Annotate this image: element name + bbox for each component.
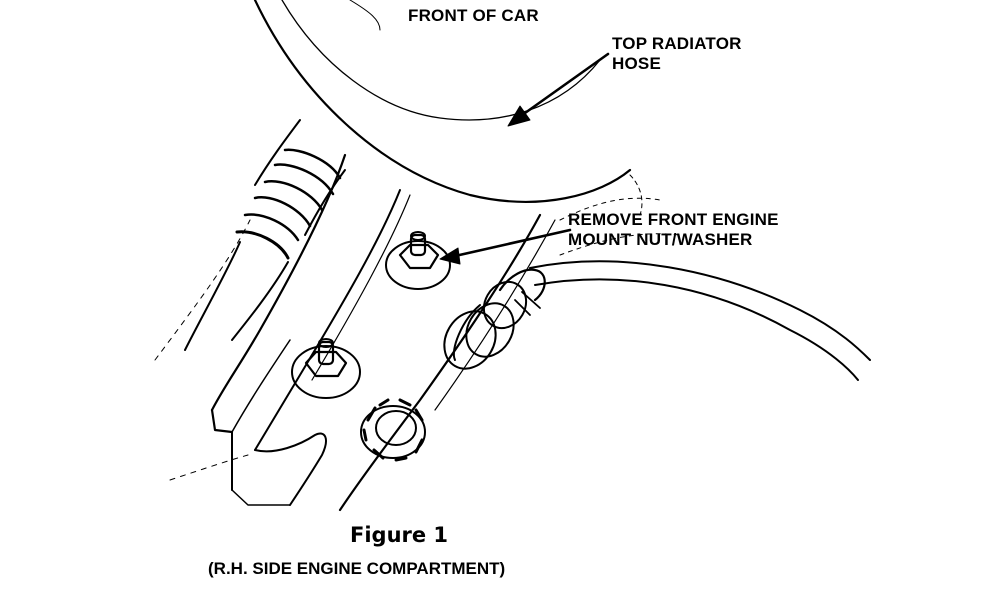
radiator-outline (253, 0, 643, 216)
sensor-wires (529, 233, 871, 381)
castle-nut (360, 398, 426, 462)
mount-nut-label: REMOVE FRONT ENGINE MOUNT NUT/WASHER (568, 210, 779, 250)
mount-nut-label-line2: MOUNT NUT/WASHER (568, 230, 753, 249)
figure-caption-title: Figure 1 (350, 523, 449, 547)
radiator-hose (154, 119, 346, 361)
figure-caption-subtitle: (R.H. SIDE ENGINE COMPARTMENT) (208, 559, 506, 578)
engine-mount-bracket (169, 153, 661, 512)
mount-nut-arrow (439, 228, 572, 265)
upper-mount-nut (385, 231, 451, 290)
front-of-car-label: FRONT OF CAR (408, 6, 539, 25)
radiator-hose-label-line2: HOSE (612, 54, 661, 73)
mount-nut-label-line1: REMOVE FRONT ENGINE (568, 210, 779, 229)
radiator-hose-label-line1: TOP RADIATOR (612, 34, 742, 53)
radiator-hose-label: TOP RADIATOR HOSE (612, 34, 742, 74)
lower-mount-nut (291, 338, 361, 399)
sensor-connector (443, 268, 546, 370)
radiator-hose-arrow (507, 52, 610, 127)
